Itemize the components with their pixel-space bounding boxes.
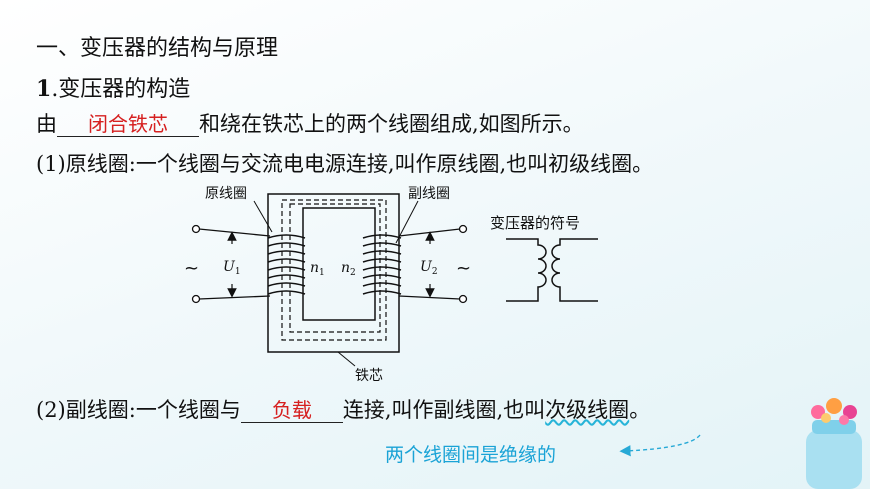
- flower-jar-decoration: [806, 398, 862, 489]
- paragraph-secondary-coil: (2)副线圈:一个线圈与负载连接,叫作副线圈,也叫次级线圈。: [36, 394, 650, 424]
- iron-core: [267, 193, 400, 353]
- section-heading: 一、变压器的结构与原理: [36, 36, 279, 61]
- transformer-symbol: [506, 238, 598, 302]
- note-arrow: [619, 434, 701, 457]
- n2-label: n2: [341, 260, 356, 278]
- u2-label: U2: [420, 259, 438, 277]
- secondary-coil-label: 副线圈: [408, 186, 450, 202]
- u1-label: U1: [223, 259, 241, 277]
- secondary-winding: [362, 234, 402, 295]
- primary-winding: [267, 234, 306, 295]
- subsection-title: .变压器的构造: [51, 77, 191, 102]
- primary-coil-label: 原线圈: [205, 186, 247, 202]
- core-leader: [337, 351, 356, 367]
- symbol-title: 变压器的符号: [490, 214, 580, 232]
- insulation-note: 两个线圈间是绝缘的: [385, 444, 557, 466]
- subsection-number: 1: [36, 76, 52, 102]
- primary-coil-leader: [253, 200, 273, 233]
- answer-blank-load: 负载: [240, 398, 343, 423]
- ac-symbol-right: ~: [456, 258, 471, 279]
- para3-mid: 连接,叫作副线圈,也叫: [342, 398, 546, 422]
- paragraph-primary-coil: (1)原线圈:一个线圈与交流电电源连接,叫作原线圈,也叫初级线圈。: [36, 152, 654, 176]
- secondary-coil-term: 次级线圈: [545, 398, 630, 422]
- ac-symbol-left: ~: [184, 258, 199, 279]
- secondary-coil-leader: [395, 200, 419, 244]
- answer-blank-core: 闭合铁芯: [57, 112, 199, 137]
- core-label: 铁芯: [355, 368, 383, 384]
- para3-pre: (2)副线圈:一个线圈与: [36, 398, 241, 422]
- paragraph-structure: 由闭合铁芯和绕在铁芯上的两个线圈组成,如图所示。: [36, 108, 584, 138]
- para1-post: 和绕在铁芯上的两个线圈组成,如图所示。: [199, 112, 584, 136]
- n1-label: n1: [310, 260, 325, 278]
- subsection-heading: 1.变压器的构造: [36, 71, 190, 103]
- para3-post: 。: [629, 398, 651, 422]
- para1-pre: 由: [36, 112, 57, 136]
